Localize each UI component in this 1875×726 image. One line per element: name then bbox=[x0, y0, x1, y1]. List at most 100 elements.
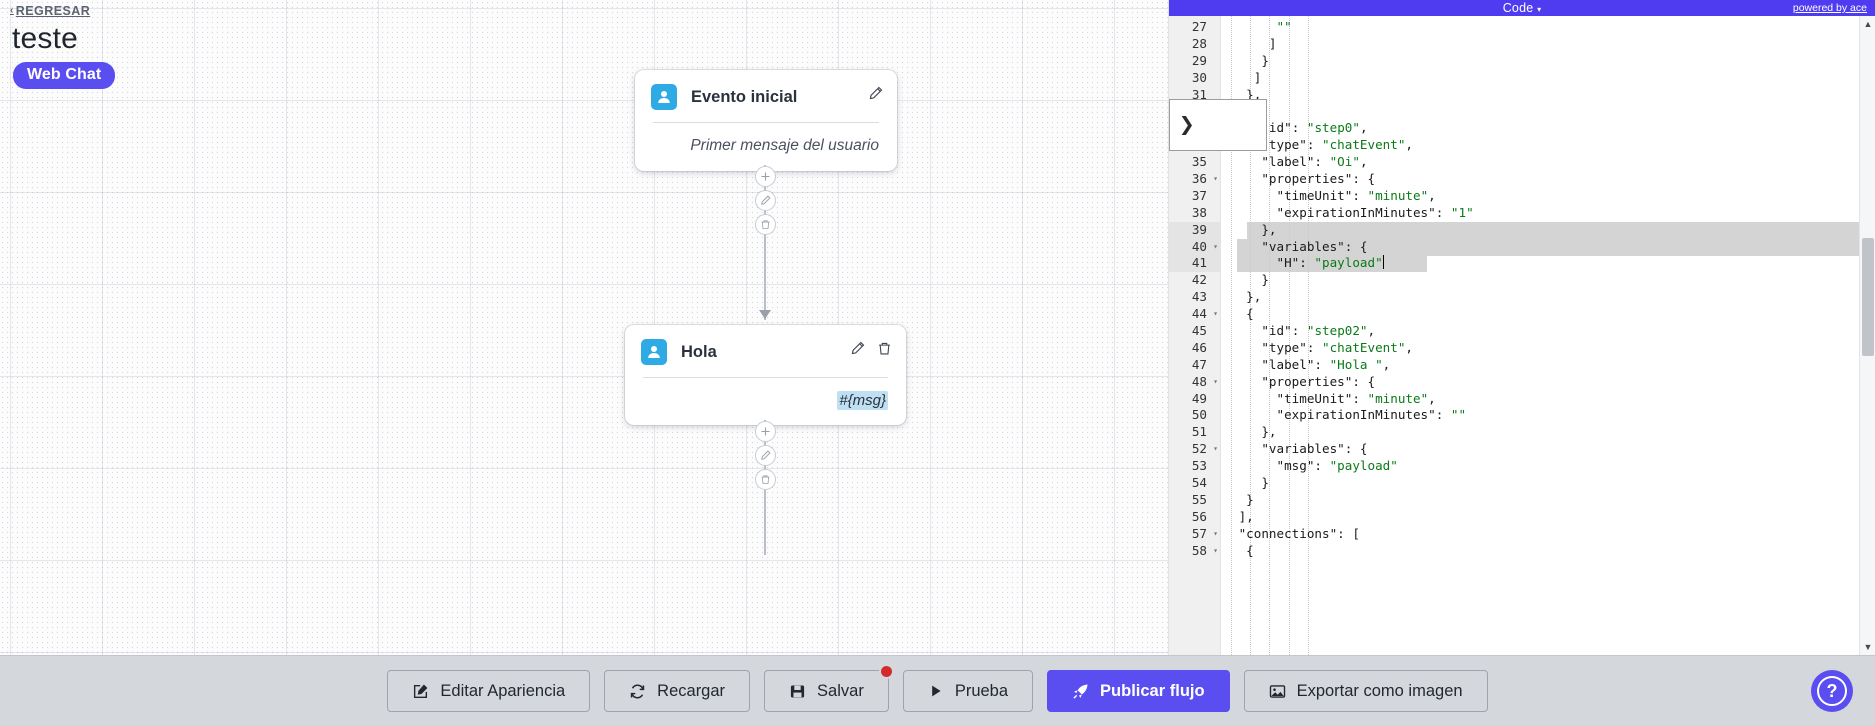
gutter-line-number[interactable]: 45 bbox=[1191, 323, 1207, 339]
fold-arrow-icon[interactable]: ▾ bbox=[1213, 528, 1218, 538]
gutter-line-number[interactable]: 39 bbox=[1169, 221, 1220, 239]
gutter-line-number[interactable]: 28 bbox=[1191, 35, 1207, 51]
flow-canvas[interactable]: ‹ REGRESAR teste Web Chat Evento inicial bbox=[0, 0, 1168, 655]
edit-icon[interactable] bbox=[755, 190, 776, 211]
powered-by-ace-link[interactable]: powered by ace bbox=[1792, 2, 1867, 14]
gutter-line-number[interactable]: 38 bbox=[1191, 204, 1207, 220]
code-line[interactable]: "type": "chatEvent", bbox=[1261, 339, 1414, 355]
gutter-line-number[interactable]: 58▾ bbox=[1191, 542, 1218, 558]
gutter-line-number[interactable]: 27 bbox=[1191, 19, 1207, 34]
delete-icon[interactable] bbox=[877, 341, 892, 356]
code-line[interactable]: }, bbox=[1231, 424, 1277, 440]
gutter-line-number[interactable]: 30 bbox=[1191, 69, 1207, 85]
code-line[interactable]: "variables": { bbox=[1261, 238, 1368, 254]
fold-arrow-icon[interactable]: ▾ bbox=[1213, 444, 1218, 454]
editor-vertical-scrollbar[interactable]: ▲ ▼ bbox=[1859, 16, 1875, 655]
gutter-line-number[interactable]: 54 bbox=[1191, 475, 1207, 491]
gutter-line-number[interactable]: 51 bbox=[1191, 424, 1207, 440]
code-line[interactable]: { bbox=[1221, 103, 1875, 120]
gutter-line-number[interactable]: 52▾ bbox=[1191, 441, 1218, 457]
gutter-line-number[interactable]: 57▾ bbox=[1191, 525, 1218, 541]
node-body[interactable]: Primer mensaje del usuario bbox=[635, 123, 897, 171]
fold-arrow-icon[interactable]: ▾ bbox=[1213, 309, 1218, 319]
edit-icon[interactable] bbox=[755, 445, 776, 466]
scroll-down-icon[interactable]: ▼ bbox=[1863, 642, 1873, 652]
gutter-line-number[interactable]: 37 bbox=[1191, 187, 1207, 203]
code-line[interactable]: "label": "Oi", bbox=[1261, 154, 1368, 170]
code-line[interactable]: }, bbox=[1231, 221, 1277, 237]
code-line[interactable]: { bbox=[1231, 306, 1254, 322]
code-editor-panel[interactable]: Code ▾ powered by ace 272829303132▾33343… bbox=[1168, 0, 1875, 655]
code-line[interactable]: "expirationInMinutes": "" bbox=[1276, 407, 1467, 423]
recargar-button[interactable]: Recargar bbox=[604, 670, 751, 712]
code-line[interactable]: "connections": [ bbox=[1238, 525, 1360, 541]
gutter-line-number[interactable]: 42 bbox=[1191, 272, 1207, 288]
gutter-line-number[interactable]: 44▾ bbox=[1191, 306, 1218, 322]
fold-arrow-icon[interactable]: ▾ bbox=[1213, 174, 1218, 184]
fold-arrow-icon[interactable]: ▾ bbox=[1213, 376, 1218, 386]
code-line[interactable]: "type": "chatEvent", bbox=[1261, 137, 1414, 153]
gutter-line-number[interactable]: 49 bbox=[1191, 390, 1207, 406]
code-line[interactable]: }, bbox=[1231, 289, 1262, 305]
code-fold-toggle-button[interactable]: ❯ bbox=[1169, 99, 1267, 151]
editar-apariencia-button[interactable]: Editar Apariencia bbox=[387, 670, 591, 712]
code-line[interactable]: { bbox=[1231, 542, 1254, 558]
edit-icon[interactable] bbox=[850, 341, 865, 356]
code-line[interactable]: "properties": { bbox=[1261, 373, 1376, 389]
prueba-button[interactable]: Prueba bbox=[902, 670, 1034, 712]
scroll-up-icon[interactable]: ▲ bbox=[1863, 19, 1873, 29]
gutter-line-number[interactable]: 46 bbox=[1191, 339, 1207, 355]
gutter-line-number[interactable]: 55 bbox=[1191, 491, 1207, 507]
delete-icon[interactable] bbox=[755, 469, 776, 490]
scrollbar-thumb[interactable] bbox=[1862, 238, 1874, 356]
code-line[interactable]: "id": "step0", bbox=[1261, 120, 1368, 136]
add-icon[interactable] bbox=[755, 166, 776, 187]
gutter-line-number[interactable]: 53 bbox=[1191, 458, 1207, 474]
edit-icon[interactable] bbox=[868, 86, 883, 101]
gutter-line-number[interactable]: 31 bbox=[1191, 86, 1207, 102]
node-body[interactable]: #{msg} bbox=[625, 378, 906, 425]
code-line[interactable]: "variables": { bbox=[1261, 441, 1368, 457]
code-line[interactable]: } bbox=[1231, 475, 1269, 491]
code-line[interactable]: } bbox=[1231, 491, 1254, 507]
code-line[interactable]: ] bbox=[1231, 69, 1262, 85]
code-line[interactable]: ] bbox=[1231, 35, 1277, 51]
gutter-line-number[interactable]: 35 bbox=[1191, 154, 1207, 170]
fold-arrow-icon[interactable]: ▾ bbox=[1213, 545, 1218, 555]
flow-node-initial-event[interactable]: Evento inicial Primer mensaje del usuari… bbox=[635, 70, 897, 171]
gutter-line-number[interactable]: 47 bbox=[1191, 356, 1207, 372]
flow-node-hola[interactable]: Hola #{msg} bbox=[625, 325, 906, 425]
editor-code-area[interactable]: 272829303132▾33343536▾37383940▾41424344▾… bbox=[1169, 16, 1875, 655]
code-line[interactable]: "msg": "payload" bbox=[1276, 458, 1398, 474]
code-line[interactable]: "H": "payload" bbox=[1276, 255, 1384, 271]
code-line[interactable]: "timeUnit": "minute", bbox=[1276, 390, 1436, 406]
publicar-flujo-button[interactable]: Publicar flujo bbox=[1047, 670, 1230, 712]
code-line[interactable]: "" bbox=[1276, 19, 1292, 34]
code-line[interactable]: ], bbox=[1231, 508, 1254, 524]
gutter-line-number[interactable]: 41 bbox=[1169, 255, 1220, 273]
editor-mode-dropdown[interactable]: Code ▾ bbox=[1169, 1, 1875, 15]
gutter-line-number[interactable]: 56 bbox=[1191, 508, 1207, 524]
add-icon[interactable] bbox=[755, 421, 776, 442]
gutter-line-number[interactable]: 29 bbox=[1191, 52, 1207, 68]
code-line[interactable]: "properties": { bbox=[1261, 171, 1376, 187]
code-line[interactable]: } bbox=[1231, 52, 1269, 68]
salvar-button[interactable]: Salvar bbox=[764, 664, 894, 712]
editor-code-lines[interactable]: "" ] } ] }, { "id": "step0", "type": "ch… bbox=[1221, 16, 1875, 655]
back-link[interactable]: ‹ REGRESAR bbox=[10, 4, 90, 18]
code-line[interactable]: "timeUnit": "minute", bbox=[1276, 187, 1436, 203]
gutter-line-number[interactable]: 43 bbox=[1191, 289, 1207, 305]
help-button[interactable]: ? bbox=[1811, 670, 1853, 712]
gutter-line-number[interactable]: 50 bbox=[1191, 407, 1207, 423]
code-line[interactable]: "expirationInMinutes": "1" bbox=[1276, 204, 1474, 220]
code-line[interactable]: } bbox=[1231, 272, 1269, 288]
gutter-line-number[interactable]: 36▾ bbox=[1191, 171, 1218, 187]
delete-icon[interactable] bbox=[755, 214, 776, 235]
exportar-como-imagen-button[interactable]: Exportar como imagen bbox=[1243, 670, 1488, 712]
fold-arrow-icon[interactable]: ▾ bbox=[1213, 241, 1218, 251]
code-line[interactable]: "label": "Hola ", bbox=[1261, 356, 1391, 372]
code-line[interactable]: }, bbox=[1231, 86, 1262, 102]
gutter-line-number[interactable]: 48▾ bbox=[1191, 373, 1218, 389]
gutter-line-number[interactable]: 40▾ bbox=[1169, 238, 1220, 256]
code-line[interactable]: "id": "step02", bbox=[1261, 323, 1376, 339]
